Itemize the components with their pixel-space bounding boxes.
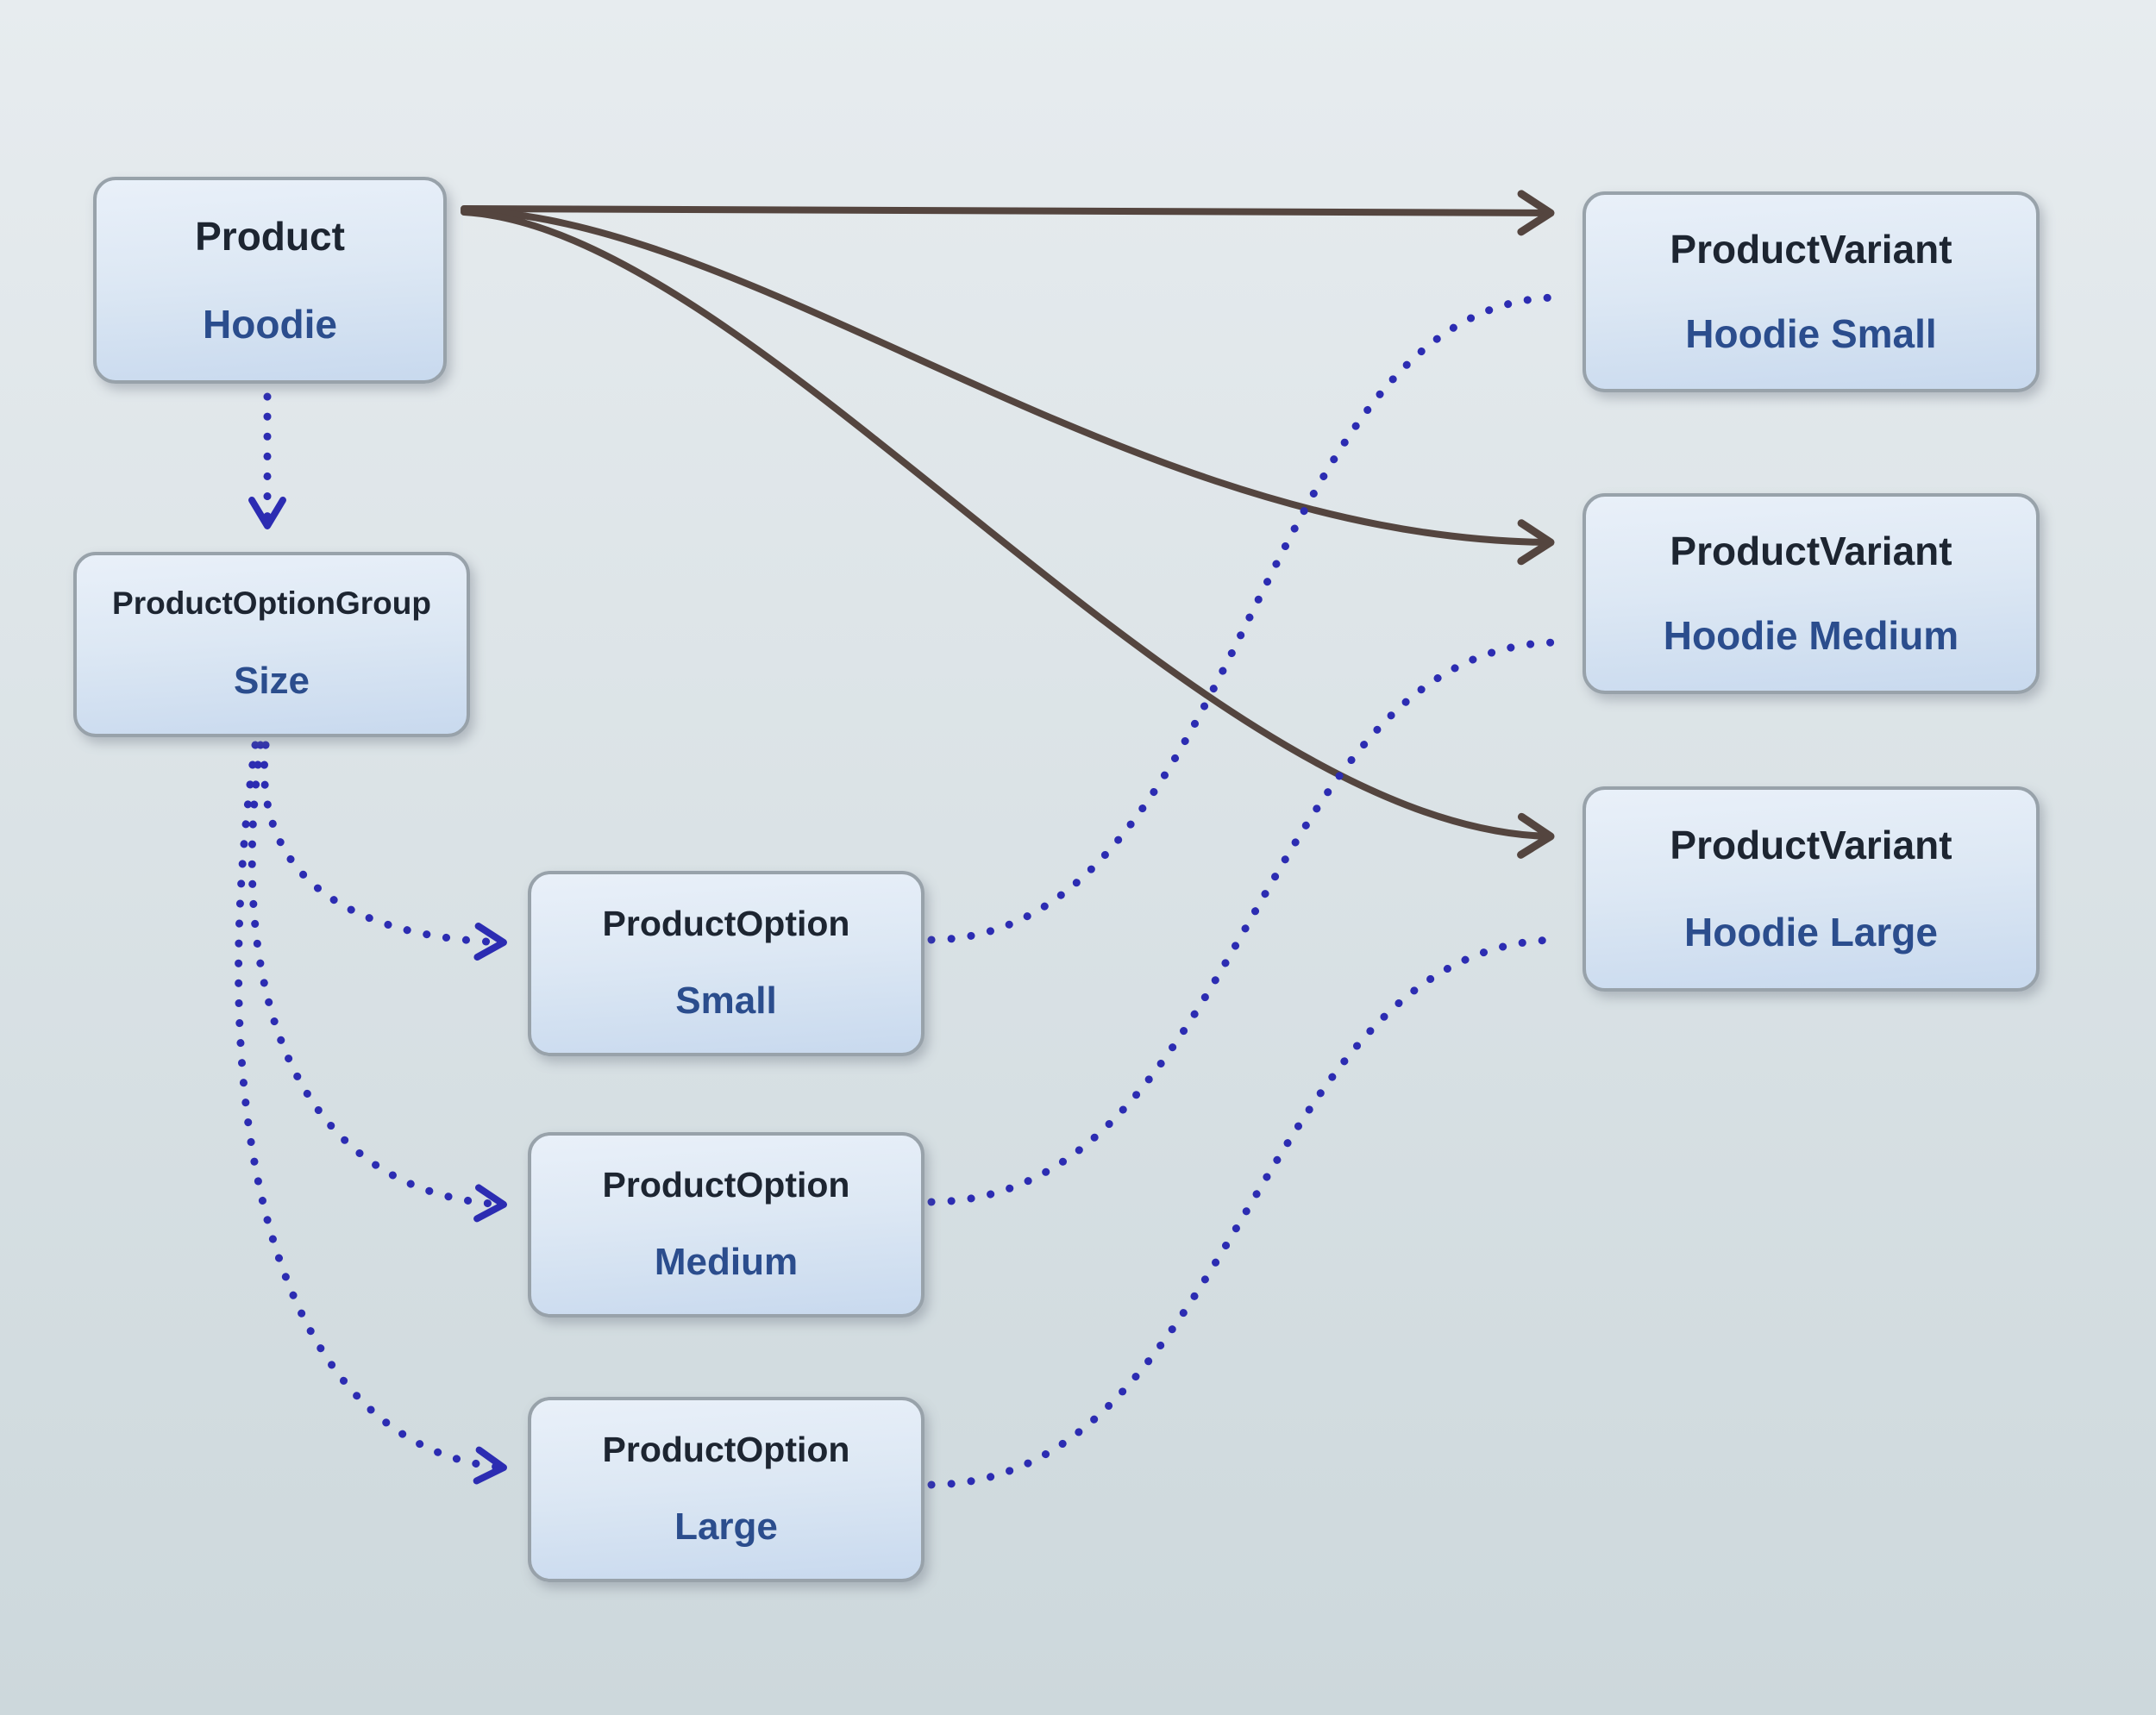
- node-product-option-large-subtitle: Large: [674, 1505, 778, 1549]
- node-product-option-small: ProductOption Small: [528, 871, 924, 1056]
- node-product-option-group: ProductOptionGroup Size: [73, 552, 470, 737]
- node-product-variant-small: ProductVariant Hoodie Small: [1583, 191, 2040, 392]
- node-product-subtitle: Hoodie: [203, 301, 337, 347]
- node-product-option-group-title: ProductOptionGroup: [112, 585, 431, 622]
- node-product-option-large: ProductOption Large: [528, 1397, 924, 1582]
- edge-product-to-variant-small: [461, 190, 1555, 236]
- edge-option-large-to-variant-large: [927, 936, 1562, 1489]
- node-product-option-large-title: ProductOption: [602, 1430, 850, 1470]
- node-product-variant-large: ProductVariant Hoodie Large: [1583, 786, 2040, 992]
- node-product-option-medium-title: ProductOption: [602, 1165, 850, 1205]
- node-product-variant-medium-title: ProductVariant: [1670, 528, 1952, 573]
- node-product-variant-medium: ProductVariant Hoodie Medium: [1583, 493, 2040, 694]
- edge-product-to-variant-large: [461, 209, 1555, 859]
- node-product-variant-small-title: ProductVariant: [1670, 226, 1952, 272]
- node-product-variant-medium-subtitle: Hoodie Medium: [1663, 613, 1959, 659]
- edge-group-to-option-small: [260, 741, 508, 961]
- node-product-title: Product: [195, 213, 345, 259]
- node-product-option-group-subtitle: Size: [233, 660, 310, 703]
- node-product-variant-small-subtitle: Hoodie Small: [1685, 311, 1937, 357]
- edge-group-to-option-large: [235, 741, 508, 1485]
- node-product-option-small-title: ProductOption: [602, 904, 850, 944]
- node-product-option-small-subtitle: Small: [675, 980, 777, 1023]
- node-product-variant-large-subtitle: Hoodie Large: [1684, 910, 1938, 955]
- node-product-option-medium: ProductOption Medium: [528, 1132, 924, 1318]
- node-product-variant-large-title: ProductVariant: [1670, 823, 1952, 868]
- edge-option-medium-to-variant-medium: [927, 638, 1562, 1206]
- node-product-option-medium-subtitle: Medium: [654, 1241, 799, 1284]
- edge-group-to-option-medium: [248, 741, 508, 1223]
- edge-option-small-to-variant-small: [927, 293, 1562, 944]
- node-product: Product Hoodie: [93, 177, 447, 384]
- edge-product-to-variant-medium: [461, 207, 1555, 566]
